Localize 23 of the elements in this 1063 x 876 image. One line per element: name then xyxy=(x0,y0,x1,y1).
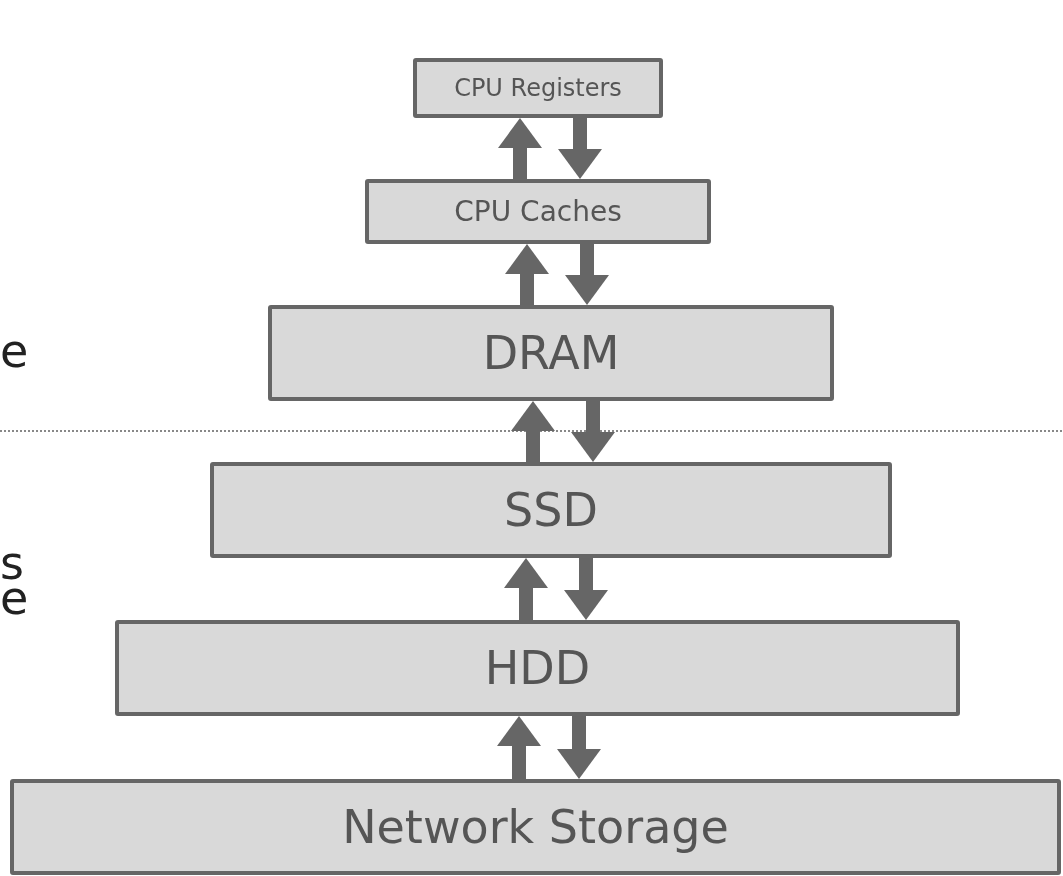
arrow xyxy=(505,244,549,305)
memory-level-box xyxy=(413,58,663,118)
memory-level-box xyxy=(115,620,960,716)
arrow xyxy=(498,118,542,179)
arrow xyxy=(571,401,615,462)
memory-level-box xyxy=(365,179,711,244)
arrow xyxy=(504,558,548,620)
level-label: CPU Registers xyxy=(454,74,622,102)
memory-level-box xyxy=(10,779,1061,875)
arrow xyxy=(558,118,602,179)
level-label: Network Storage xyxy=(342,800,729,854)
memory-level-box xyxy=(268,305,834,401)
level-label: SSD xyxy=(504,483,598,537)
arrow xyxy=(557,716,601,779)
level-label: DRAM xyxy=(482,326,620,380)
level-label: HDD xyxy=(484,641,591,695)
arrow xyxy=(511,401,555,462)
arrow xyxy=(497,716,541,779)
arrow xyxy=(564,558,608,620)
level-label: CPU Caches xyxy=(454,195,622,228)
memory-level-box xyxy=(210,462,892,558)
arrow xyxy=(565,244,609,305)
text-fragment: e xyxy=(0,328,29,374)
